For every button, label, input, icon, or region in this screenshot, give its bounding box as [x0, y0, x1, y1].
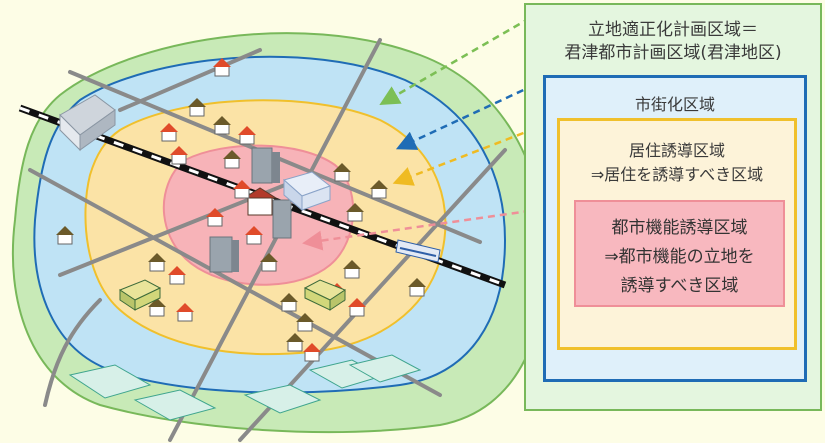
- farmland-icon: [68, 354, 422, 421]
- residential-area-description: ⇒居住を誘導すべき区域: [590, 165, 764, 184]
- building-icon: [209, 147, 332, 273]
- urbanization-area-title: 市街化区域: [634, 95, 715, 114]
- station-icon: [242, 187, 278, 216]
- planning-area-subtitle: 君津都市計画区域(君津地区): [564, 43, 782, 63]
- urban-function-area-description-1: ⇒都市機能の立地を: [604, 247, 755, 267]
- planning-area-title: 立地適正化計画区域＝: [588, 20, 758, 40]
- urban-function-area-description-2: 誘導すべき区域: [620, 276, 739, 296]
- factory-icon: [59, 94, 116, 152]
- urban-function-area-panel: 都市機能誘導区域 ⇒都市機能の立地を 誘導すべき区域: [574, 200, 785, 307]
- train-icon: [395, 239, 441, 263]
- urban-function-area-title: 都市機能誘導区域: [611, 218, 748, 238]
- bus-icon: [118, 279, 347, 311]
- residential-area-title: 居住誘導区域: [628, 141, 725, 160]
